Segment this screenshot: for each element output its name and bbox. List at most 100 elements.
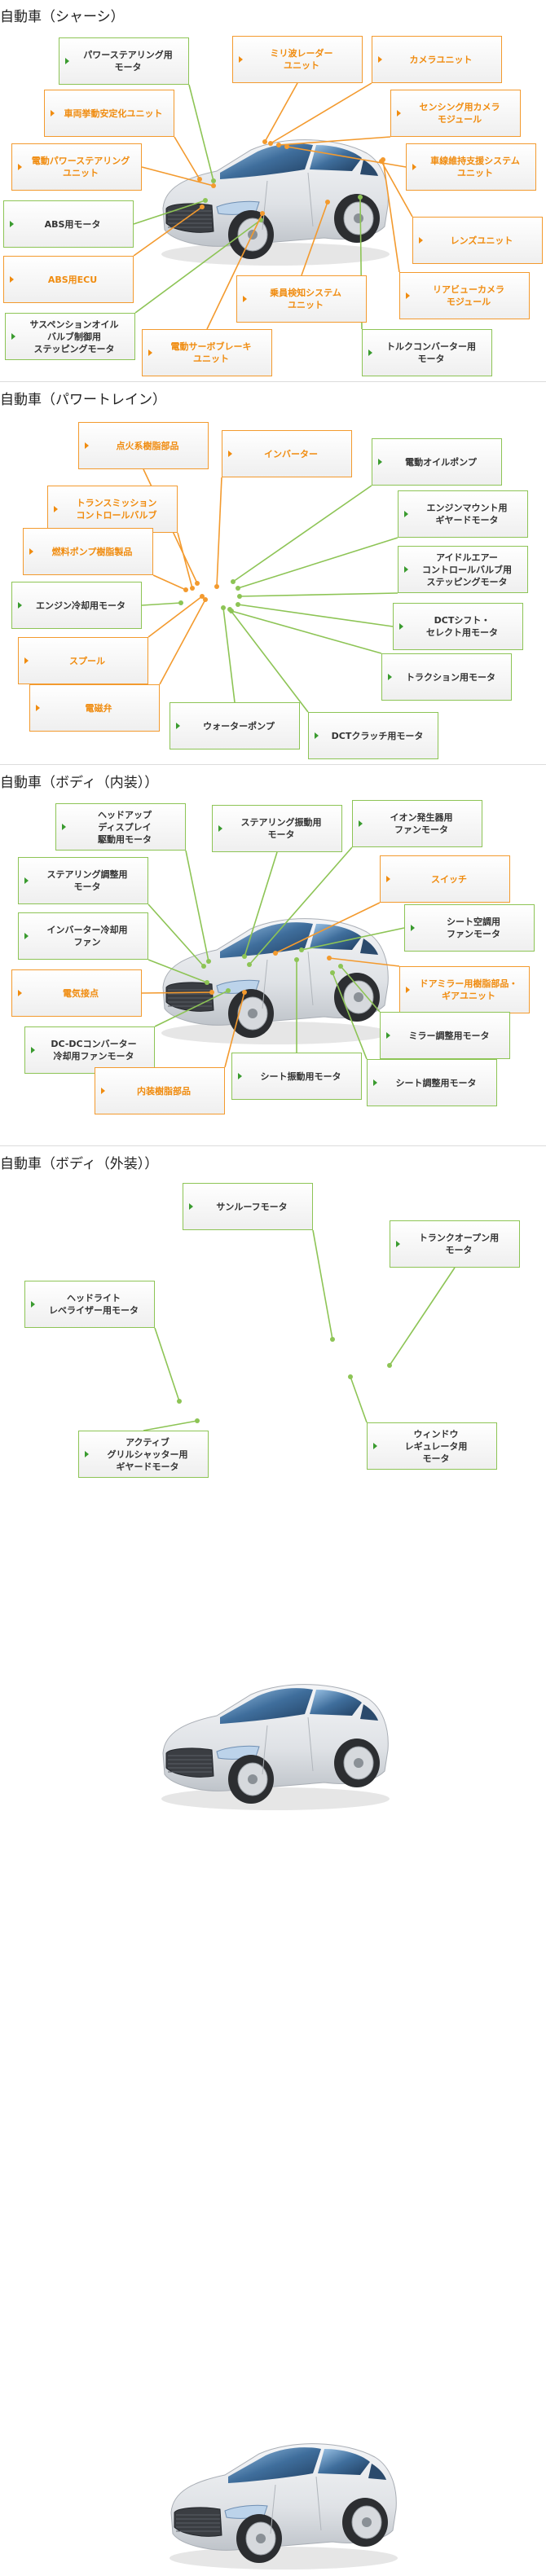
part-label-box[interactable]: 車線維持支援システム ユニット [406, 143, 536, 191]
arrow-icon [404, 511, 408, 517]
part-label-box[interactable]: 内装樹脂部品 [95, 1067, 225, 1114]
arrow-icon [85, 442, 89, 449]
part-label-box[interactable]: シート振動用モータ [231, 1053, 362, 1100]
anchor-dot [387, 1363, 392, 1368]
arrow-icon [24, 933, 29, 939]
part-label-box[interactable]: スプール [18, 637, 148, 684]
anchor-dot [201, 964, 206, 969]
part-label-text: 乗員検知システム ユニット [270, 288, 341, 310]
part-label-box[interactable]: アイドルエアー コントロールバルブ用 ステッピングモータ [398, 546, 528, 593]
part-label-box[interactable]: スイッチ [380, 855, 510, 903]
part-label-box[interactable]: 車両挙動安定化ユニット [44, 90, 174, 137]
part-label-text: 電気接点 [63, 987, 99, 999]
part-label-box[interactable]: ABS用モータ [3, 200, 134, 248]
part-label-box[interactable]: トランスミッション コントロールバルブ [47, 486, 178, 533]
part-label-box[interactable]: シート調整用モータ [367, 1059, 497, 1106]
arrow-icon [11, 333, 15, 340]
part-label-box[interactable]: トランクオープン用 モータ [390, 1220, 520, 1268]
part-label-box[interactable]: ヘッドライト レベライザー用モータ [24, 1281, 155, 1328]
part-label-box[interactable]: ミラー調整用モータ [380, 1012, 510, 1059]
section-4: 自動車（ボディ（外装））サンルーフモータトランクオープン用 モータヘッドライト … [0, 1147, 546, 2569]
part-label-text: イオン発生器用 ファンモータ [390, 812, 453, 835]
part-label-box[interactable]: 電動オイルポンプ [372, 438, 502, 486]
part-label-box[interactable]: パワーステアリング用 モータ [59, 37, 189, 85]
part-label-box[interactable]: ステアリング振動用 モータ [212, 805, 342, 852]
leader-line [229, 609, 309, 713]
part-label-box[interactable]: ABS用ECU [3, 256, 134, 303]
arrow-icon [10, 276, 14, 283]
arrow-icon [62, 824, 66, 830]
part-label-box[interactable]: エンジンマウント用 ギヤードモータ [398, 490, 528, 538]
part-label-box[interactable]: トラクション用モータ [381, 653, 512, 701]
arrow-icon [386, 876, 390, 882]
leader-line [278, 136, 391, 146]
part-label-box[interactable]: ヘッドアップ ディスプレイ 駆動用モータ [55, 803, 186, 851]
part-label-box[interactable]: イオン発生器用 ファンモータ [352, 800, 482, 847]
leader-line [270, 82, 372, 144]
anchor-dot [200, 204, 205, 209]
leader-line [286, 146, 407, 168]
arrow-icon [85, 1451, 89, 1457]
part-label-box[interactable]: ステアリング調整用 モータ [18, 857, 148, 904]
part-label-box[interactable]: サンルーフモータ [183, 1183, 313, 1230]
part-label-box[interactable]: ドアミラー用樹脂部品・ ギアユニット [399, 966, 530, 1013]
part-label-box[interactable]: DCTクラッチ用モータ [308, 712, 438, 759]
leader-line [232, 485, 372, 582]
leader-line [237, 604, 394, 627]
leader-line [141, 602, 182, 606]
part-label-text: 電動サーボブレーキ ユニット [170, 341, 252, 364]
anchor-dot [325, 200, 330, 204]
part-label-box[interactable]: 燃料ポンプ樹脂製品 [23, 528, 153, 575]
anchor-dot [211, 183, 216, 188]
part-label-box[interactable]: シート空調用 ファンモータ [404, 904, 535, 952]
part-label-box[interactable]: 点火系樹脂部品 [78, 422, 209, 469]
leader-line [133, 206, 203, 257]
part-label-box[interactable]: 乗員検知システム ユニット [236, 275, 367, 323]
part-label-box[interactable]: DC-DCコンバーター 冷却用ファンモータ [24, 1026, 155, 1074]
car-illustration [161, 1684, 390, 1810]
section-divider [0, 1145, 546, 1146]
part-label-box[interactable]: ウィンドウ レギュレータ用 モータ [367, 1422, 497, 1470]
leader-line [244, 851, 278, 957]
part-label-box[interactable]: 電気接点 [11, 969, 142, 1017]
part-label-box[interactable]: ウォーターポンプ [170, 702, 300, 750]
arrow-icon [406, 292, 410, 299]
part-label-box[interactable]: センシング用カメラ モジュール [390, 90, 521, 137]
arrow-icon [189, 1203, 193, 1210]
part-label-box[interactable]: サスペンションオイル バルブ制御用 ステッピングモータ [5, 313, 135, 360]
arrow-icon [315, 732, 319, 739]
part-label-box[interactable]: リアビューカメラ モジュール [399, 272, 530, 319]
anchor-dot [327, 956, 332, 961]
part-label-text: トランスミッション コントロールバルブ [76, 498, 157, 521]
part-label-text: 車両挙動安定化ユニット [64, 108, 163, 119]
part-label-box[interactable]: DCTシフト・ セレクト用モータ [393, 603, 523, 650]
leader-line [237, 537, 398, 589]
part-label-text: 電動パワーステアリング ユニット [31, 156, 130, 178]
part-label-text: シート振動用モータ [260, 1070, 341, 1082]
part-label-box[interactable]: インバーター冷却用 ファン [18, 912, 148, 960]
leader-line [340, 965, 381, 1013]
leader-lines [141, 846, 405, 1068]
part-label-box[interactable]: 電動パワーステアリング ユニット [11, 143, 142, 191]
part-label-box[interactable]: アクティブ グリルシャッター用 ギヤードモータ [78, 1431, 209, 1478]
part-label-box[interactable]: 電動サーボブレーキ ユニット [142, 329, 272, 376]
car-image [153, 130, 398, 272]
part-label-box[interactable]: インバーター [222, 430, 352, 477]
arrow-icon [396, 1241, 400, 1247]
leader-line [239, 592, 398, 597]
arrow-icon [406, 987, 410, 993]
part-label-box[interactable]: カメラユニット [372, 36, 502, 83]
part-label-text: エンジンマウント用 ギヤードモータ [426, 503, 508, 525]
part-label-box[interactable]: 電磁弁 [29, 684, 160, 732]
section-divider [0, 764, 546, 765]
part-label-box[interactable]: エンジン冷却用モータ [11, 582, 142, 629]
leader-line [188, 84, 214, 182]
part-label-text: 電動オイルポンプ [405, 456, 477, 468]
anchor-dot [195, 1418, 200, 1423]
part-label-box[interactable]: レンズユニット [412, 217, 543, 264]
leader-line [159, 599, 206, 685]
car-image [153, 1675, 398, 1817]
part-label-box[interactable]: ミリ波レーダー ユニット [232, 36, 363, 83]
leader-line [328, 957, 400, 967]
part-label-box[interactable]: トルクコンバーター用 モータ [362, 329, 492, 376]
